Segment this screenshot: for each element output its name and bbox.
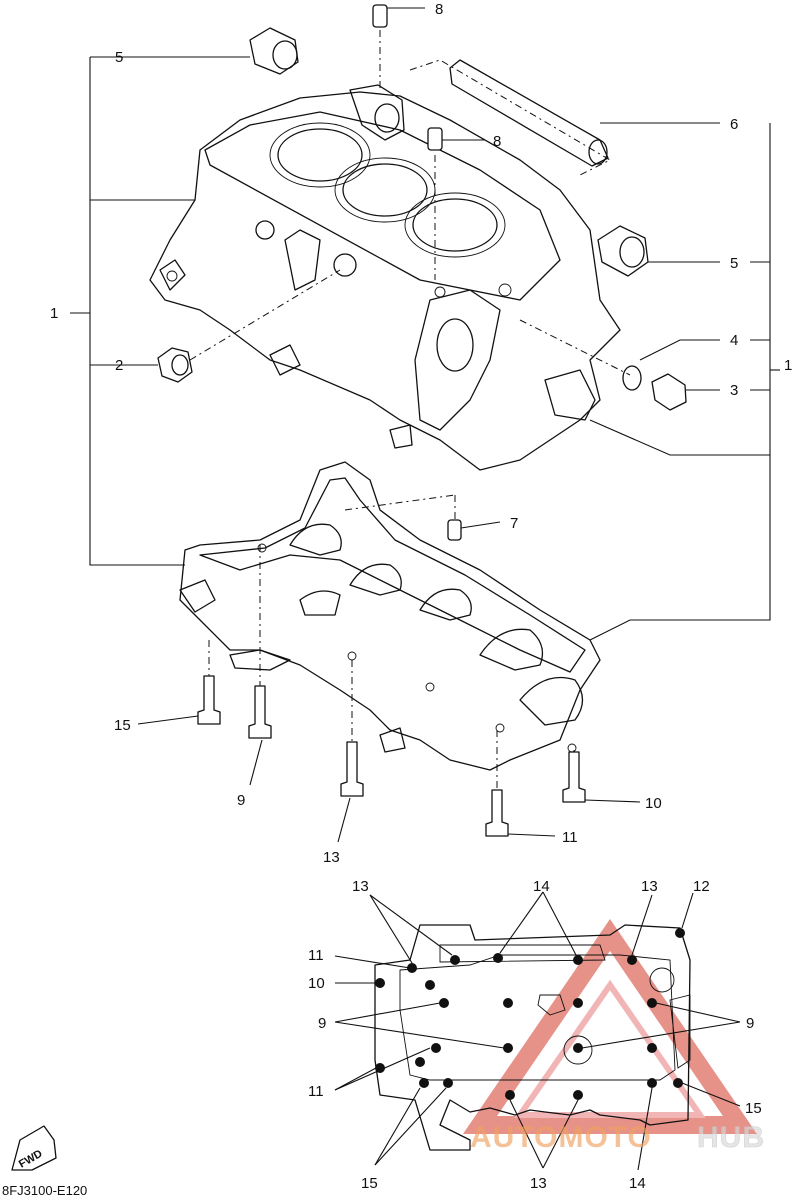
bp-label-13-bottom: 13 bbox=[530, 1175, 547, 1192]
bolt-13 bbox=[340, 741, 364, 797]
fwd-arrow: FWD bbox=[11, 1125, 57, 1171]
watermark-text-a: AUTOMOTO bbox=[470, 1121, 652, 1154]
bolt-pattern-labels: 13 14 13 12 11 10 9 9 11 15 15 13 14 bbox=[308, 878, 762, 1192]
bolt-11 bbox=[485, 789, 509, 837]
leader-lines bbox=[70, 7, 780, 843]
callout-8-mid: 8 bbox=[493, 133, 501, 150]
lower-crankcase bbox=[179, 461, 601, 771]
part-5-bushing-right bbox=[597, 225, 649, 277]
callout-8-top: 8 bbox=[435, 1, 443, 18]
watermark-logo bbox=[462, 919, 758, 1134]
callout-4: 4 bbox=[730, 332, 738, 349]
part-5-bushing-left bbox=[249, 27, 405, 141]
watermark-text: AUTOMOTO HUB bbox=[470, 1121, 765, 1155]
bp-label-15-bottom: 15 bbox=[361, 1175, 378, 1192]
bp-label-15-right: 15 bbox=[745, 1100, 762, 1117]
callout-10: 10 bbox=[645, 795, 662, 812]
callout-3: 3 bbox=[730, 382, 738, 399]
part-2-plug bbox=[157, 269, 341, 383]
bolt-pattern-leaders bbox=[334, 891, 741, 1171]
callout-2: 2 bbox=[115, 357, 123, 374]
bp-label-9-left: 9 bbox=[318, 1015, 326, 1032]
callout-1b: 1 bbox=[784, 357, 792, 374]
bp-label-14-top: 14 bbox=[533, 878, 550, 895]
bp-label-13-right: 13 bbox=[641, 878, 658, 895]
callout-9: 9 bbox=[237, 792, 245, 809]
part-8-dowels bbox=[372, 4, 443, 280]
bolt-9 bbox=[248, 685, 272, 739]
callout-6: 6 bbox=[730, 116, 738, 133]
bp-label-11-bottom: 11 bbox=[308, 1083, 324, 1100]
drawing-code: 8FJ3100-E120 bbox=[2, 1183, 87, 1198]
bolt-pattern-diagram: 13 14 13 12 11 10 9 9 11 15 15 13 14 bbox=[308, 878, 762, 1192]
bp-label-14-bottom: 14 bbox=[629, 1175, 646, 1192]
upper-crankcase bbox=[149, 91, 621, 471]
callout-13: 13 bbox=[323, 849, 340, 866]
part-3-plug bbox=[519, 319, 687, 411]
callout-7: 7 bbox=[510, 515, 518, 532]
part-7-dowel bbox=[344, 494, 462, 541]
callout-5-left: 5 bbox=[115, 49, 123, 66]
callout-5-right: 5 bbox=[730, 255, 738, 272]
callout-11: 11 bbox=[562, 829, 578, 846]
watermark-text-b: HUB bbox=[697, 1121, 765, 1154]
part-4-oring bbox=[622, 365, 642, 391]
bp-label-13-left: 13 bbox=[352, 878, 369, 895]
bp-label-12: 12 bbox=[693, 878, 710, 895]
bolt-10 bbox=[562, 751, 586, 803]
bolt-dots bbox=[375, 928, 685, 1100]
callout-1: 1 bbox=[50, 305, 58, 322]
bp-label-9-right: 9 bbox=[746, 1015, 754, 1032]
bolt-15 bbox=[197, 675, 221, 725]
bolts bbox=[197, 545, 586, 837]
bp-label-11-top: 11 bbox=[308, 947, 324, 964]
part-6-rod bbox=[409, 59, 612, 176]
callout-15: 15 bbox=[114, 717, 131, 734]
bp-label-10: 10 bbox=[308, 975, 325, 992]
callout-labels: 1 1 2 3 4 5 5 6 7 8 8 9 10 11 13 15 bbox=[50, 1, 792, 866]
